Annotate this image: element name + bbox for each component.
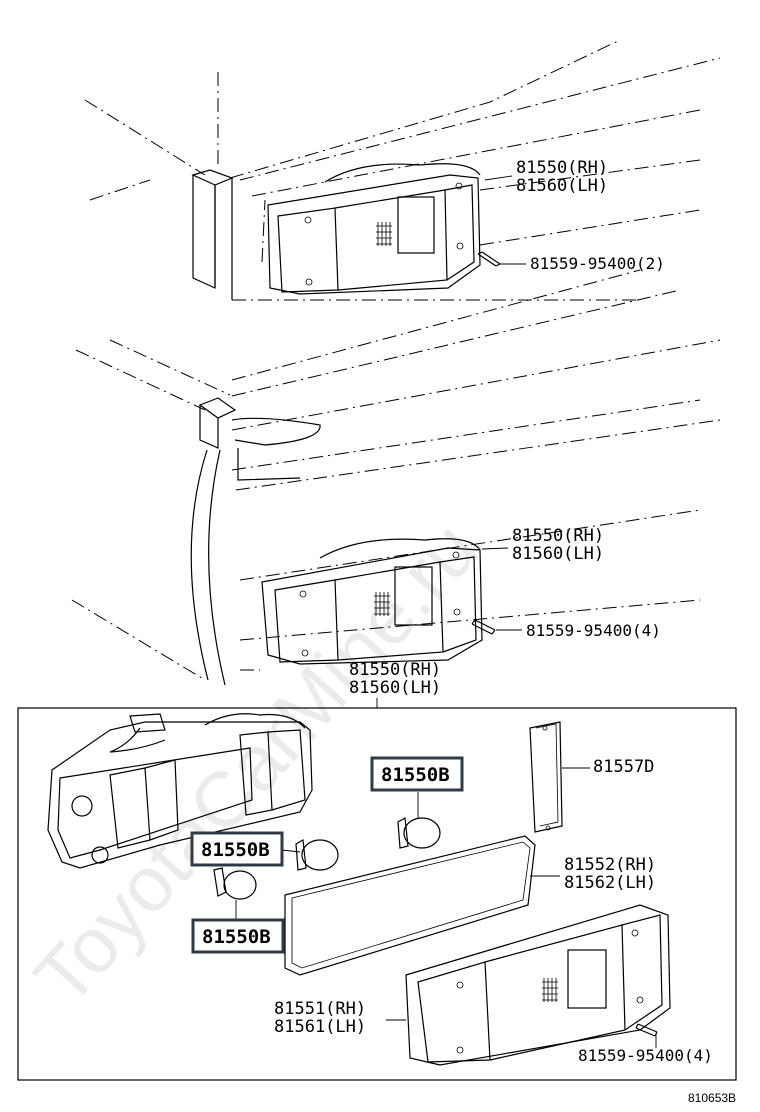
label-top-lamp-lh: 81560(LH) xyxy=(516,176,608,196)
middle-vehicle-view xyxy=(71,269,721,686)
label-mid-lamp-lh: 81560(LH) xyxy=(512,544,604,564)
label-assy-rh: 81550(RH) xyxy=(349,660,441,680)
label-top-lamp-rh: 81550(RH) xyxy=(516,158,608,178)
label-bulb-3: 81550B xyxy=(202,926,271,948)
exploded-view-frame xyxy=(17,707,737,1081)
diagram-code: 810653B xyxy=(688,1091,736,1105)
label-lens-lh: 81561(LH) xyxy=(274,1017,366,1037)
label-lens-rh: 81551(RH) xyxy=(274,999,366,1019)
label-gasket-lh: 81562(LH) xyxy=(564,873,656,893)
exploded-view xyxy=(47,713,671,1066)
label-reflector: 81557D xyxy=(593,757,654,777)
gasket xyxy=(284,835,536,976)
label-top-screw: 81559-95400(2) xyxy=(530,254,665,273)
label-lens-screw: 81559-95400(4) xyxy=(578,1046,713,1065)
bulb-top xyxy=(397,817,441,849)
label-gasket-rh: 81552(RH) xyxy=(564,855,656,875)
lens xyxy=(405,904,671,1066)
bulb-callout-box-2 xyxy=(190,831,284,867)
label-bulb-2: 81550B xyxy=(201,839,270,861)
bulb-low xyxy=(213,867,257,900)
label-mid-lamp-rh: 81550(RH) xyxy=(512,526,604,546)
lamp-grid xyxy=(374,592,390,616)
reflector xyxy=(529,721,563,833)
lamp-grid xyxy=(376,222,392,246)
bulb-mid xyxy=(295,839,339,871)
label-mid-screw: 81559-95400(4) xyxy=(526,621,661,640)
bulb-callout-box-1 xyxy=(370,756,464,792)
label-assy-lh: 81560(LH) xyxy=(349,678,441,698)
bulb-callout-box-3 xyxy=(191,918,285,954)
top-vehicle-view xyxy=(84,39,721,301)
label-bulb-1: 81550B xyxy=(381,764,450,786)
